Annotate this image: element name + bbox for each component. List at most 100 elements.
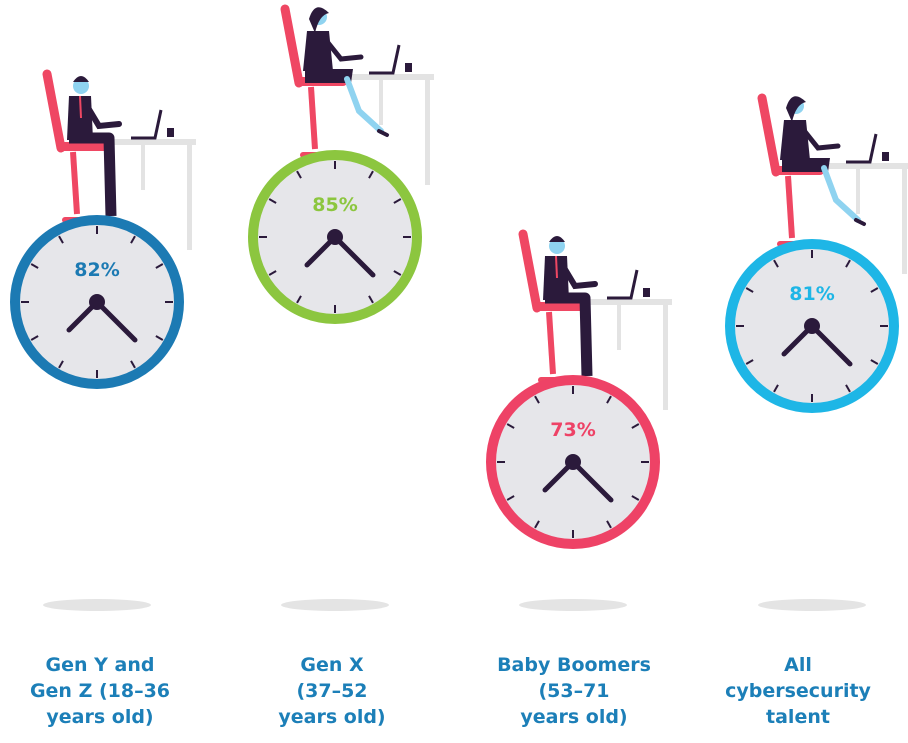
skirt [782,158,830,172]
desk-leg [902,169,907,274]
clock-tick [393,270,402,276]
group-label-2: Gen X (37–52 years old) [242,652,422,730]
clock-tick [368,170,374,179]
clock-hand [332,234,376,278]
value-label: 73% [550,419,595,441]
clock-hand [94,299,138,343]
clock-tick [845,384,851,393]
clock-tick [773,259,779,268]
chair-post [70,151,80,215]
group-label-4: All cybersecurity talent [708,652,888,730]
clock-tick [631,423,640,429]
desk-leg [141,145,145,190]
legs [69,132,117,217]
clock-hub [89,294,105,310]
hair [73,76,89,82]
chair-back [757,93,781,177]
desk-top [580,299,672,305]
legs [344,76,384,134]
tie [79,95,82,119]
hair [786,96,806,122]
hair [309,7,329,33]
floor-shadow [758,599,866,611]
desk-top [104,139,196,145]
desk-leg [379,80,383,125]
clock-tick [534,520,540,529]
arm [560,263,598,290]
chair-back [42,69,66,153]
chair-back [518,229,542,313]
skirt [305,69,353,83]
arm [84,103,122,130]
clock-3: 73% [486,229,672,549]
man-at-desk-figure [518,229,672,410]
chair-post [546,311,556,375]
torso [303,31,333,71]
legs [821,165,861,223]
desk-leg [187,145,192,250]
desk-top [342,74,434,80]
tie [555,255,558,279]
floor-shadow [43,599,151,611]
desk-leg [663,305,668,410]
laptop-icon [607,269,639,300]
cup-icon [643,288,650,297]
clock-tick [606,395,612,404]
label-line: cybersecurity [725,680,871,702]
desk-top [819,163,908,169]
clock-tick [631,495,640,501]
chair-back [280,4,304,88]
arm [322,36,364,62]
clock-tick [130,235,136,244]
chair-post [785,175,795,239]
clock-tick [393,198,402,204]
desk-leg [856,169,860,214]
clock-tick [606,520,612,529]
clock-tick [155,335,164,341]
desk-leg [617,305,621,350]
clock-tick [506,495,515,501]
clock-tick [870,287,879,293]
label-line: years old) [520,706,628,728]
clock-2: 85% [248,4,434,324]
label-line: talent [766,706,830,728]
torso [780,120,810,160]
clock-tick [773,384,779,393]
clock-tick [296,170,302,179]
label-line: Gen Z (18–36 [29,680,171,702]
chair-seat [57,142,109,151]
label-line: (53–71 [538,680,610,702]
clock-4: 81% [725,93,908,413]
desk-leg [425,80,430,185]
label-line: years old) [46,706,154,728]
clock-tick [745,287,754,293]
clock-tick [155,263,164,269]
value-label: 81% [789,283,834,305]
clock-1: 82% [10,69,196,389]
clock-tick [30,263,39,269]
laptop-icon [846,133,878,164]
label-line: (37–52 [296,680,368,702]
label-line: years old) [278,706,386,728]
clock-tick [845,259,851,268]
chair-post [308,86,318,150]
clock-hand [809,323,853,367]
clock-tick [30,335,39,341]
group-label-3: Baby Boomers (53–71 years old) [484,652,664,730]
shoe [854,218,866,226]
shoe [377,129,389,137]
clock-tick [130,360,136,369]
clock-tick [268,198,277,204]
clock-tick [58,235,64,244]
arm [799,125,841,151]
hair [549,236,565,242]
woman-at-desk-figure [280,4,434,185]
clock-tick [296,295,302,304]
floor-shadow [519,599,627,611]
group-label-1: Gen Y and Gen Z (18–36 years old) [10,652,190,730]
clock-hub [804,318,820,334]
clock-hub [565,454,581,470]
clock-hand [570,459,614,503]
laptop-icon [369,44,401,75]
value-label: 85% [312,194,357,216]
